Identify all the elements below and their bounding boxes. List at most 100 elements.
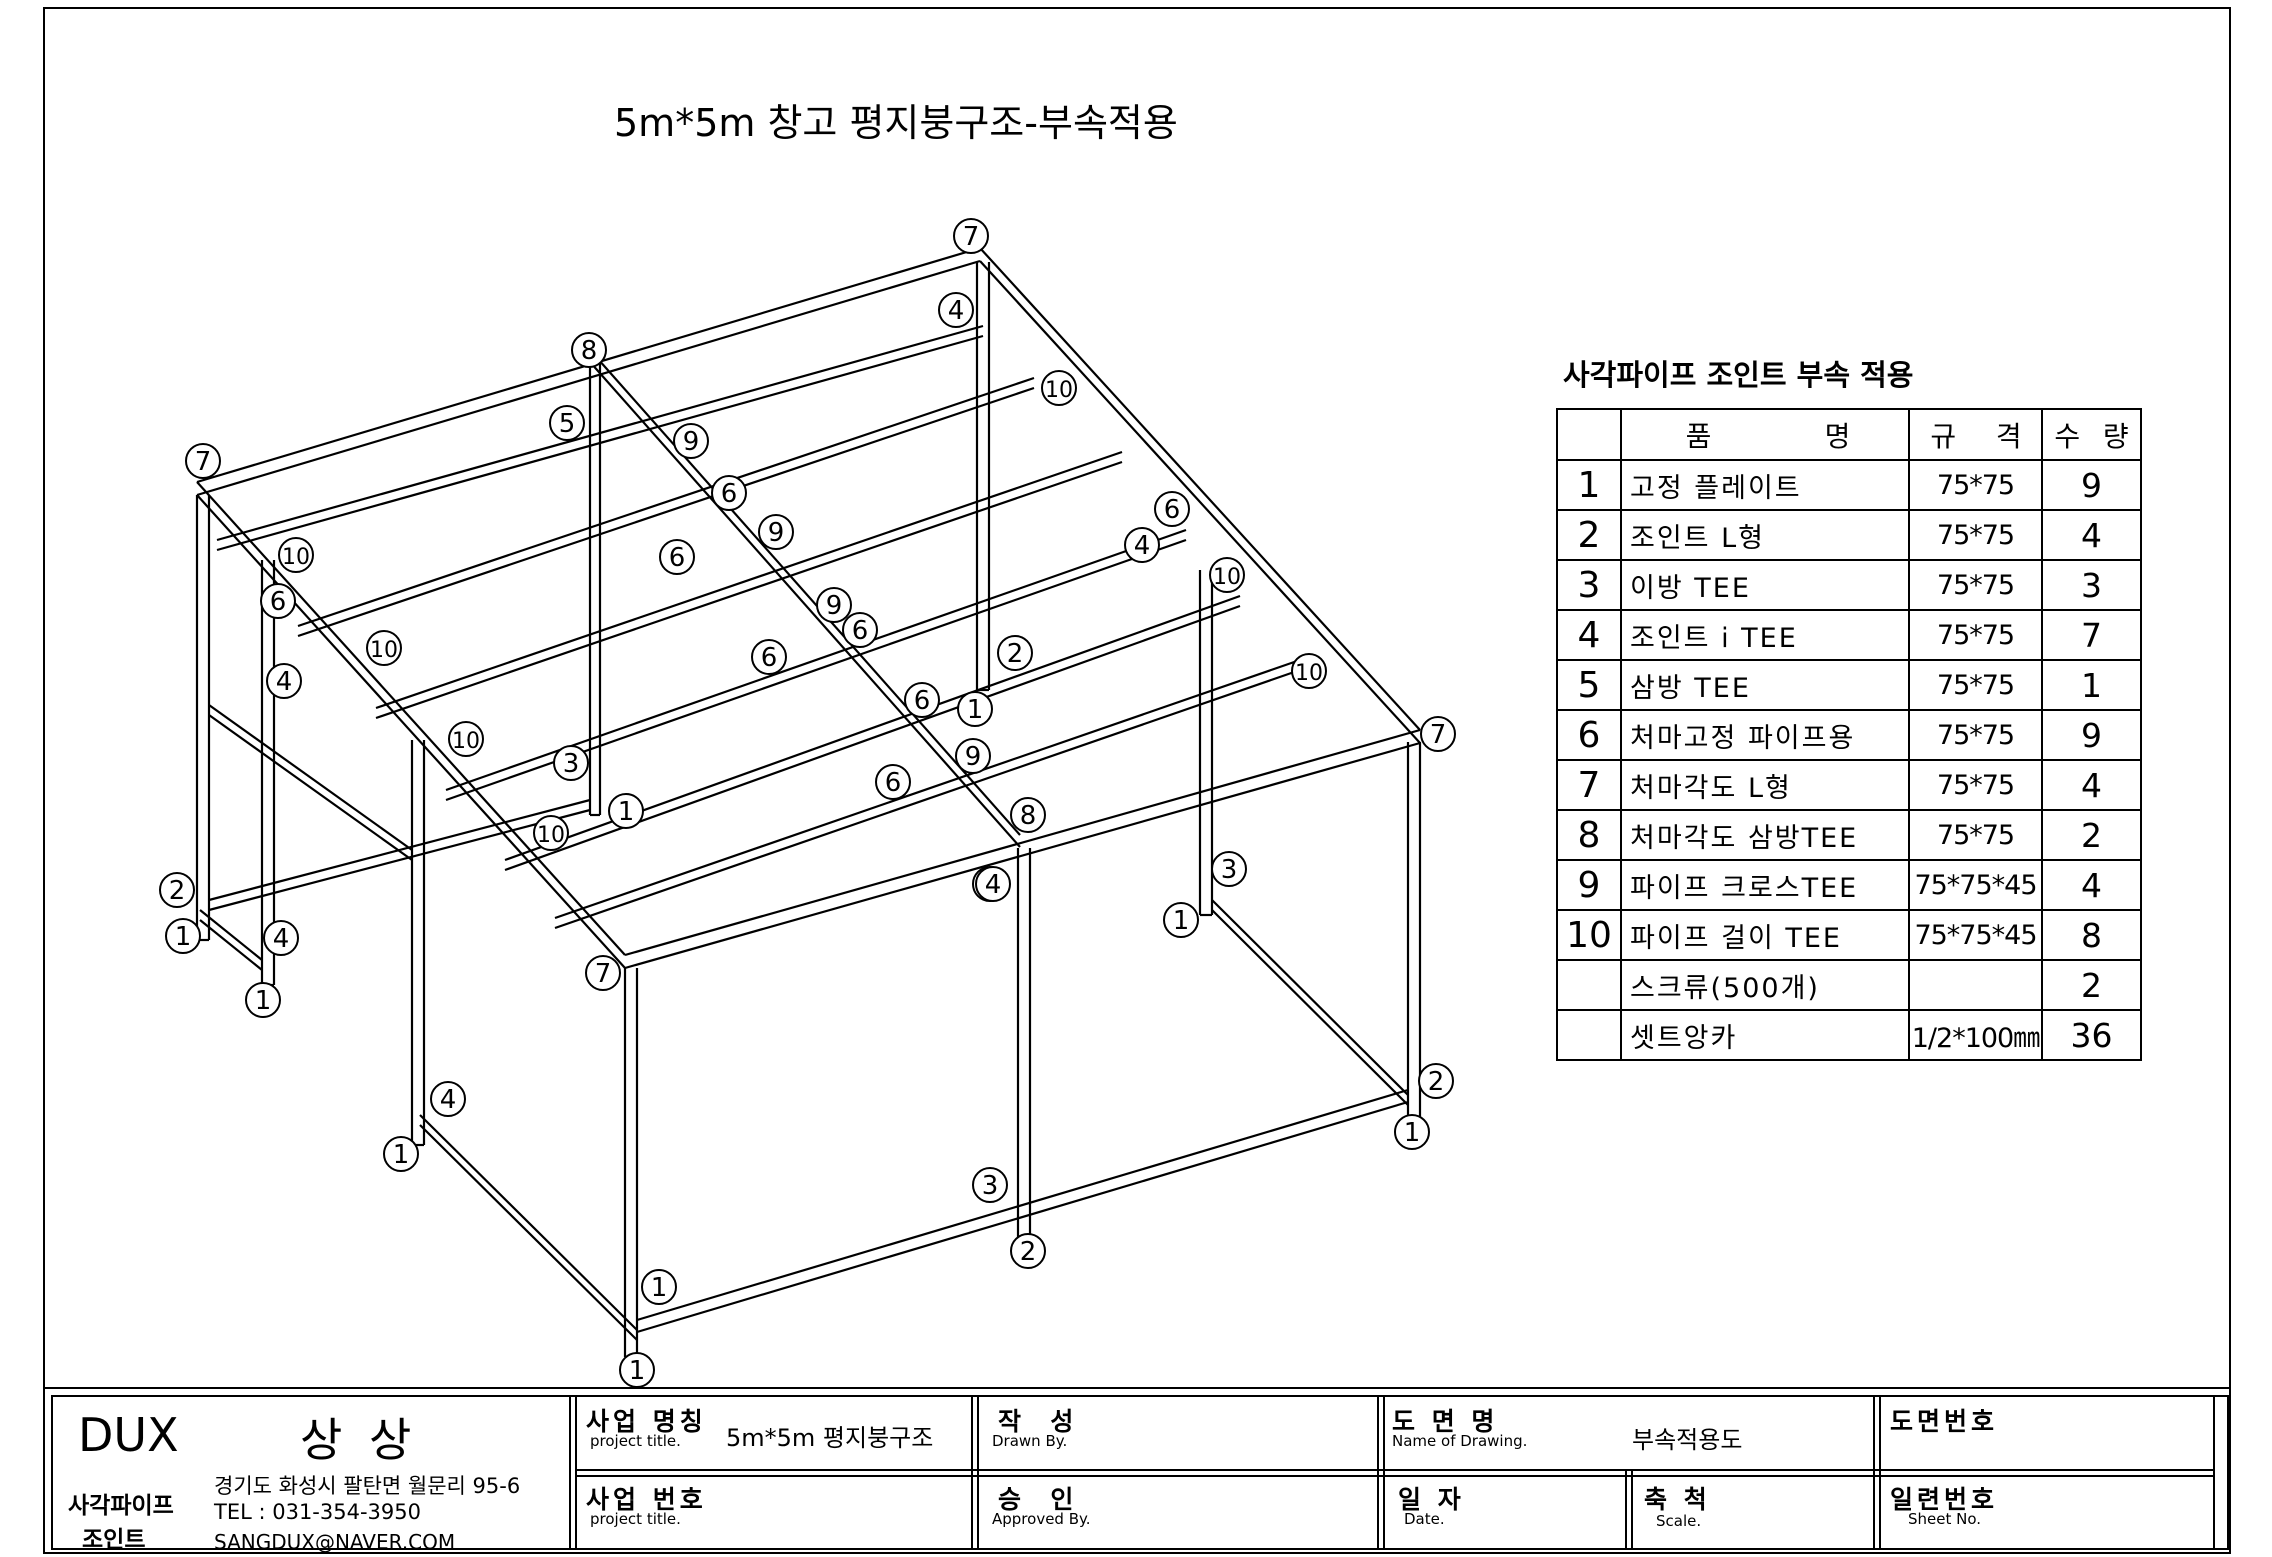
callout-circle xyxy=(1124,527,1160,563)
callout-number: 1 xyxy=(1404,1118,1421,1148)
date-sub: Date. xyxy=(1404,1510,1445,1528)
title-block-frame xyxy=(43,1387,2231,1554)
header-no xyxy=(1556,408,1622,461)
part-qty: 9 xyxy=(2041,459,2142,511)
project-no-label: 사업 번호 xyxy=(586,1485,707,1514)
callout-number: 5 xyxy=(559,409,576,439)
part-name: 스크류(500개) xyxy=(1620,959,1910,1011)
part-spec: 75*75 xyxy=(1908,609,2043,661)
callout-circle xyxy=(159,872,195,908)
roof-purlin xyxy=(504,604,1241,872)
callout-circle xyxy=(953,218,989,254)
callout-8: 8 xyxy=(1010,797,1046,833)
callout-number: 10 xyxy=(1295,661,1323,686)
callout-circle xyxy=(711,475,747,511)
callout-4: 4 xyxy=(938,292,974,328)
callout-circle xyxy=(1420,716,1456,752)
title-block-inner xyxy=(51,1395,2229,1550)
roof-purlin xyxy=(297,386,1035,638)
brand-line-1: 사각파이프 xyxy=(68,1493,174,1519)
callout-2: 2 xyxy=(1010,1233,1046,1269)
callout-circle xyxy=(553,745,589,781)
callout-circle xyxy=(619,1352,655,1388)
callout-9: 9 xyxy=(673,423,709,459)
roof-purlin xyxy=(554,668,1301,930)
callout-number: 6 xyxy=(721,479,738,509)
callout-circle xyxy=(185,443,221,479)
callout-4: 4 xyxy=(975,866,1011,902)
callout-circle xyxy=(975,866,1011,902)
callout-number: 6 xyxy=(761,643,778,673)
callout-number: 9 xyxy=(683,427,700,457)
part-qty: 7 xyxy=(2041,609,2142,661)
callout-circle xyxy=(278,537,314,573)
date-label: 일 자 xyxy=(1398,1485,1465,1514)
callout-4: 4 xyxy=(1124,527,1160,563)
part-name: 파이프 걸이 TEE xyxy=(1620,909,1910,961)
callout-7: 7 xyxy=(1420,716,1456,752)
callout-circle xyxy=(751,639,787,675)
callout-circle xyxy=(1010,797,1046,833)
callout-circle xyxy=(842,612,878,648)
callout-3: 3 xyxy=(1211,851,1247,887)
callout-number: 1 xyxy=(967,695,984,725)
callout-1: 1 xyxy=(641,1269,677,1305)
drawn-by-label: 작 성 xyxy=(998,1407,1078,1436)
callout-3: 3 xyxy=(553,745,589,781)
part-spec: 75*75 xyxy=(1908,759,2043,811)
callout-circle xyxy=(816,587,852,623)
callout-circle xyxy=(758,514,794,550)
company-name-kr: 상 상 xyxy=(300,1413,418,1467)
callout-number: 10 xyxy=(282,545,310,570)
callout-number: 1 xyxy=(618,797,635,827)
callout-number: 4 xyxy=(985,870,1002,900)
callout-6: 6 xyxy=(842,612,878,648)
callout-2: 2 xyxy=(1418,1063,1454,1099)
part-no xyxy=(1556,959,1622,1011)
part-qty: 1 xyxy=(2041,659,2142,711)
callout-circle xyxy=(997,635,1033,671)
callout-4: 4 xyxy=(430,1081,466,1117)
callout-number: 9 xyxy=(965,742,982,772)
part-spec: 75*75 xyxy=(1908,559,2043,611)
callout-number: 4 xyxy=(948,296,965,326)
callout-number: 7 xyxy=(595,959,612,989)
scale-label: 축 척 xyxy=(1644,1485,1711,1514)
roof-left-beam xyxy=(196,494,626,969)
callout-1: 1 xyxy=(165,918,201,954)
company-tel: TEL : 031-354-3950 xyxy=(214,1500,421,1524)
callout-9: 9 xyxy=(758,514,794,550)
callout-5: 5 xyxy=(549,405,585,441)
callout-6: 6 xyxy=(904,682,940,718)
callout-number: 3 xyxy=(1221,855,1238,885)
part-qty: 3 xyxy=(2041,559,2142,611)
callout-circle xyxy=(1211,851,1247,887)
callout-8: 8 xyxy=(571,332,607,368)
callout-circle xyxy=(1291,653,1327,689)
roof-purlin xyxy=(554,658,1301,920)
callout-number: 4 xyxy=(440,1085,457,1115)
part-no xyxy=(1556,1009,1622,1061)
drawing-no-label: 도면번호 xyxy=(1890,1407,1999,1436)
drawing-name-label: 도 면 명 xyxy=(1392,1407,1499,1436)
part-name: 조인트 L형 xyxy=(1620,509,1910,561)
callout-number: 10 xyxy=(1045,378,1073,403)
callout-number: 10 xyxy=(370,638,398,663)
callout-10: 10 xyxy=(1209,557,1245,593)
callout-number: 9 xyxy=(768,518,785,548)
part-spec: 75*75 xyxy=(1908,509,2043,561)
callout-circle xyxy=(383,1136,419,1172)
roof-center-beam xyxy=(589,361,1021,848)
callout-number: 1 xyxy=(1173,906,1190,936)
